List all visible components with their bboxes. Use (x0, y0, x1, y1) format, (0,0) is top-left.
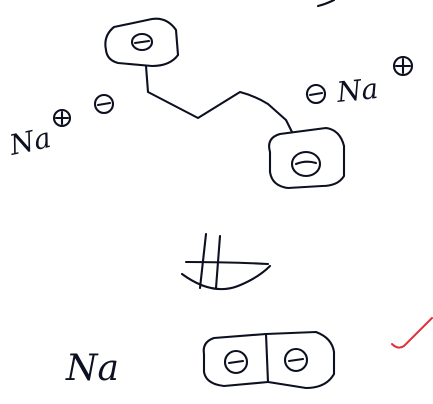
left-counter-ion-label: Na (6, 121, 54, 162)
product-fused-rings (202, 330, 336, 390)
lower-ring (268, 126, 346, 190)
right-minus-charge (305, 83, 327, 105)
top-ring-minus (133, 39, 151, 45)
right-plus-charge (392, 55, 414, 77)
top-stray-stroke (316, 0, 336, 8)
left-plus-charge (52, 108, 72, 128)
lower-ring-anion-circle (290, 150, 322, 178)
product-metal-label: Na (65, 348, 119, 389)
top-ring (104, 17, 180, 68)
left-minus-charge (93, 93, 115, 115)
red-check-mark (391, 317, 433, 349)
lower-ring-minus (294, 160, 318, 166)
linker-chain (144, 64, 294, 134)
top-ring-anion-circle (130, 32, 154, 52)
right-counter-ion-label: Na (334, 72, 379, 109)
reaction-arrow (180, 232, 272, 291)
